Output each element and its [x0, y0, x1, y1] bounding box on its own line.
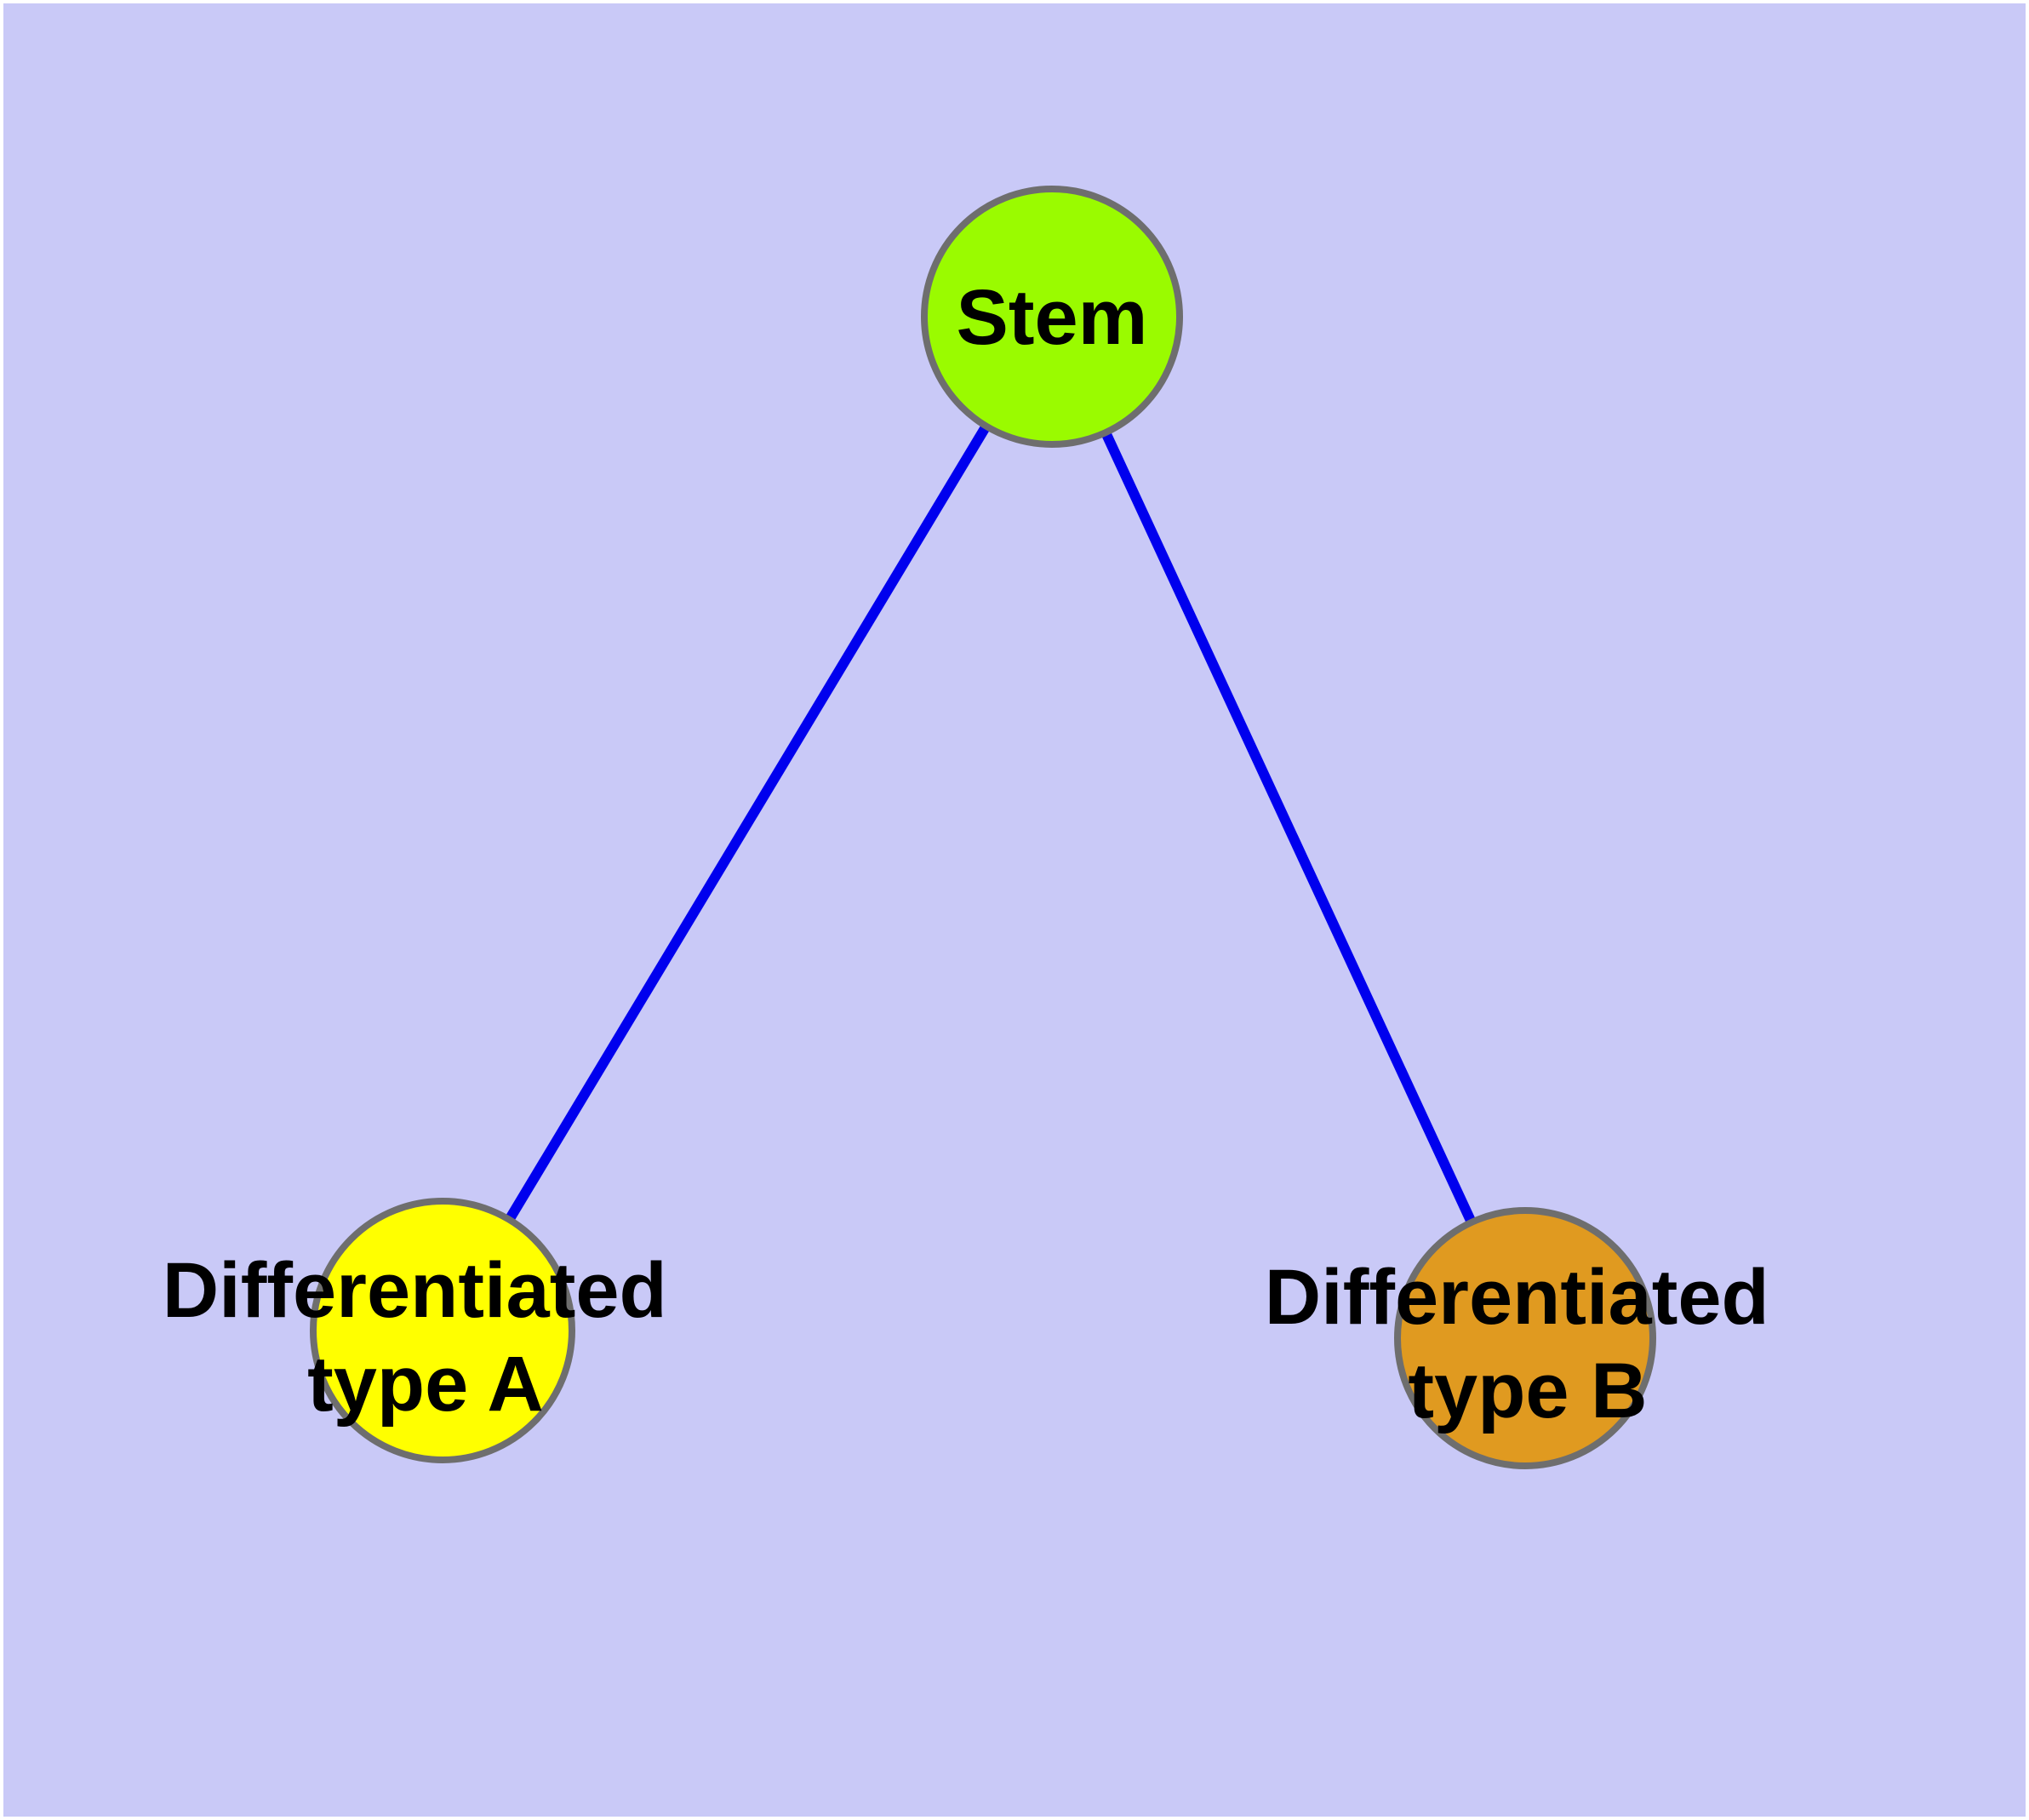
node-type-b-label-line2: type B [1408, 1348, 1647, 1434]
edge-stem-to-type-a [437, 313, 1057, 1334]
node-type-a-label-line1: Differentiated [163, 1247, 667, 1334]
node-stem-label: Stem [957, 274, 1148, 361]
node-type-b-label-line1: Differentiated [1265, 1254, 1769, 1341]
node-type-a-label: Differentiated type A [163, 1247, 689, 1428]
edge-stem-to-type-b [1047, 314, 1530, 1341]
node-differentiated-type-b [1394, 1207, 1656, 1469]
node-differentiated-type-a [310, 1198, 575, 1463]
node-type-b-label: Differentiated type B [1265, 1254, 1792, 1434]
node-type-a-label-line2: type A [307, 1341, 544, 1428]
node-stem [921, 186, 1183, 448]
